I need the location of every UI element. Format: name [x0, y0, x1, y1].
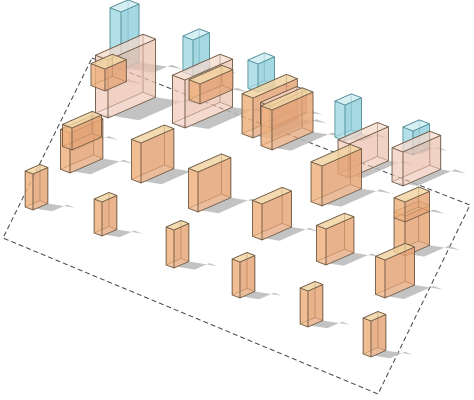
tower-4 [334, 93, 362, 142]
block-c3-right-face [239, 255, 256, 299]
podium-2-left-face [172, 74, 186, 129]
podium-2-cap [188, 65, 234, 105]
podium-2-top-face [172, 53, 234, 81]
block-c4 [299, 281, 324, 328]
block-c2-shadow [166, 261, 218, 270]
block-a3-left-face [188, 167, 199, 213]
podium-1-top-face [95, 33, 157, 61]
block-a3-shadow [188, 197, 261, 214]
block-b4 [375, 242, 415, 299]
block-b3-top-face [316, 212, 355, 230]
block-c5-left-face [362, 317, 372, 358]
podium-5-shadow [392, 169, 467, 186]
block-a5-left-face [310, 161, 323, 207]
block-c1-left-face [93, 198, 103, 237]
block-c5-right-face [370, 314, 387, 358]
block-b2-top-face [252, 186, 292, 205]
tower-4-top-face [334, 93, 362, 106]
block-b3 [316, 212, 355, 266]
block-b4-top-face [375, 242, 415, 261]
block-b2-left-face [252, 199, 263, 241]
block-a4-top-face [260, 87, 314, 111]
block-a1-cap [62, 111, 102, 151]
block-a4 [260, 87, 314, 151]
block-b2 [252, 186, 292, 241]
tower-3-top-face [247, 52, 275, 65]
podium-2-cap-top-face [188, 65, 234, 85]
podium-5-left-face [391, 147, 404, 187]
block-b1-right-face [32, 167, 49, 211]
podium-4-shadow [338, 160, 414, 178]
block-c2 [165, 220, 190, 269]
block-a2 [131, 124, 175, 184]
block-b1-top-face [24, 164, 49, 175]
block-c1-right-face [101, 195, 118, 237]
block-a2-left-face [131, 138, 142, 184]
podium-3-left-face [241, 93, 254, 139]
block-b1-shadow [25, 203, 75, 212]
block-a1-cap-left-face [62, 124, 73, 151]
podium-4-top-face [337, 122, 389, 145]
block-a3-top-face [188, 153, 232, 173]
block-b4-left-face [375, 255, 386, 299]
block-b3-left-face [316, 224, 327, 266]
block-b1-left-face [24, 170, 34, 211]
block-c3-top-face [231, 252, 256, 263]
block-c1 [93, 192, 118, 237]
block-c3-shadow [232, 291, 282, 300]
block-c4-top-face [299, 281, 324, 292]
block-a6-cap [393, 186, 431, 223]
block-c4-shadow [300, 320, 350, 329]
podium-5-top-face [391, 130, 442, 153]
block-b1 [24, 164, 49, 211]
block-c4-left-face [299, 287, 309, 328]
podium-3-top-face [241, 74, 298, 99]
tower-5-top-face [402, 119, 430, 132]
block-a5-top-face [310, 144, 362, 167]
block-a1-cap-top-face [62, 111, 102, 129]
block-c5-shadow [363, 350, 413, 359]
podium-1-cap-top-face [90, 53, 127, 70]
block-b4-shadow [375, 285, 443, 299]
tower-2-top-face [182, 28, 210, 41]
block-c5-top-face [362, 311, 387, 322]
block-a5 [310, 144, 362, 207]
block-c3-left-face [231, 258, 241, 299]
block-c2-left-face [165, 226, 175, 269]
block-c4-right-face [307, 284, 324, 328]
block-a4-left-face [260, 105, 273, 151]
block-a1-shadow [60, 158, 133, 175]
tower-4-left-face [334, 100, 346, 142]
block-c1-shadow [94, 229, 143, 238]
building-blocks [24, 0, 442, 358]
podium-5 [391, 130, 442, 187]
tower-1-top-face [109, 0, 140, 13]
block-a6-cap-top-face [393, 186, 431, 203]
block-c1-top-face [93, 192, 118, 203]
block-a2-top-face [131, 124, 175, 144]
block-c2-right-face [173, 223, 190, 269]
block-a3 [188, 153, 232, 213]
block-c3 [231, 252, 256, 299]
podium-1-cap [90, 53, 127, 92]
block-c5 [362, 311, 387, 358]
block-c2-top-face [165, 220, 190, 231]
block-a2-shadow [131, 168, 204, 185]
